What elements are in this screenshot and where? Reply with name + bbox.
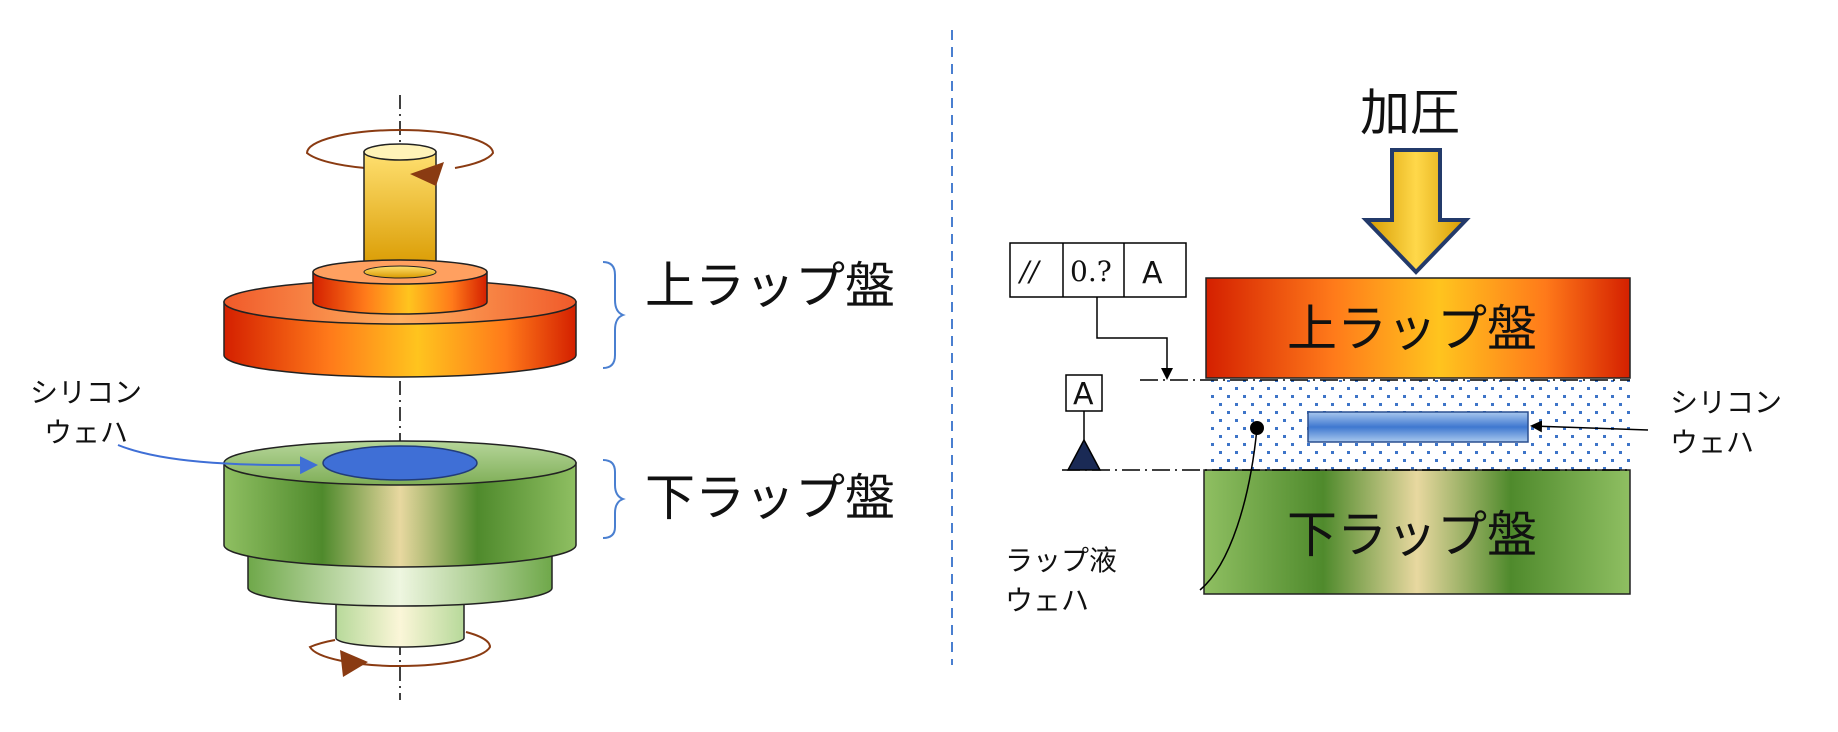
right-silicon-wafer xyxy=(1307,411,1529,443)
right-upper-plate xyxy=(1205,277,1631,379)
left-wafer-leader xyxy=(117,444,318,475)
slurry-leader xyxy=(1199,427,1258,591)
right-lower-plate-label: 下ラップ盤 xyxy=(1287,506,1537,564)
left-upper-plate-label: 上ラップ盤 xyxy=(645,257,895,315)
upper-plate-brace xyxy=(602,261,626,369)
fcf-datum-reference: A xyxy=(1142,256,1163,291)
datum-triangle xyxy=(1066,438,1102,471)
pressure-label: 加圧 xyxy=(1360,84,1460,142)
upper-lap-plate-3d xyxy=(223,259,577,378)
left-silicon-wafer xyxy=(322,445,478,481)
slurry-label-line2: ウェハ xyxy=(1005,584,1089,617)
left-lower-plate-label: 下ラップ盤 xyxy=(645,469,895,527)
right-wafer-leader xyxy=(1530,420,1649,433)
left-wafer-label-line2: ウェハ xyxy=(44,416,128,449)
fcf-parallelism-symbol: // xyxy=(1017,255,1041,288)
slurry-label-line1: ラップ液 xyxy=(1005,544,1117,577)
fcf-tolerance-value: 0.? xyxy=(1070,255,1112,288)
right-wafer-label-line1: シリコン xyxy=(1670,386,1782,419)
top-rotation-arrow-back xyxy=(305,129,495,169)
datum-box xyxy=(1065,374,1103,412)
bottom-rotation-arrow-head xyxy=(340,650,368,677)
left-wafer-label-line1: シリコン xyxy=(30,376,142,409)
upper-shaft xyxy=(363,143,437,279)
right-upper-plate-label: 上ラップ盤 xyxy=(1287,300,1537,358)
datum-label: A xyxy=(1073,377,1094,412)
top-rotation-arrow-head xyxy=(410,162,444,186)
fcf-leader xyxy=(1096,297,1173,380)
feature-control-frame xyxy=(1009,242,1187,298)
right-wafer-label-line2: ウェハ xyxy=(1670,426,1754,459)
right-lower-plate xyxy=(1203,469,1631,595)
lower-plate-brace xyxy=(602,459,626,539)
pressure-arrow xyxy=(1361,148,1471,275)
bottom-rotation-arrow xyxy=(308,631,492,668)
